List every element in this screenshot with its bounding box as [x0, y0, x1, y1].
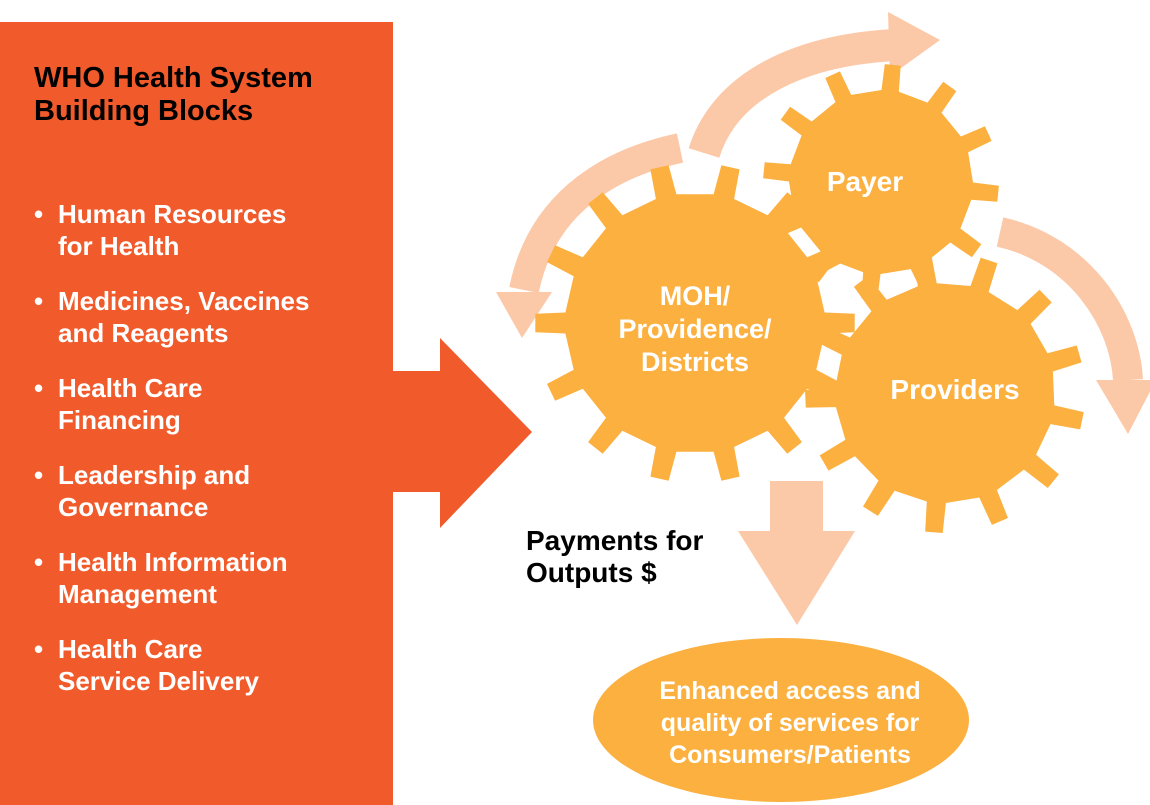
gear-label-moh: MOH/ Providence/ Districts: [618, 281, 772, 377]
gear-providers: [805, 253, 1084, 533]
bullet-icon: •: [34, 199, 44, 229]
curved-arrow-left-head: [496, 292, 552, 338]
block-label: Health Care Financing: [58, 373, 203, 435]
bullet-icon: •: [34, 547, 44, 577]
block-label: Leadership and Governance: [58, 460, 251, 522]
down-arrow: [738, 481, 855, 625]
block-label: Medicines, Vaccines and Reagents: [58, 286, 310, 348]
bullet-icon: •: [34, 286, 44, 316]
gear-payer: [763, 64, 999, 300]
curved-arrow-top-head: [888, 12, 940, 76]
gear-providers-shape: [805, 253, 1084, 533]
block-label: Human Resources for Health: [58, 199, 287, 261]
gear-moh-shape: [535, 165, 855, 481]
bullet-icon: •: [34, 373, 44, 403]
gear-payer-shape: [763, 64, 999, 300]
curved-arrow-right: [996, 217, 1143, 382]
payments-label: Payments for Outputs $: [526, 525, 704, 588]
curved-arrow-right-head: [1096, 380, 1150, 434]
building-blocks-panel: [0, 22, 393, 805]
list-item: • Leadership and Governance: [34, 459, 374, 523]
gear-label-payer: Payer: [826, 166, 904, 197]
outcome-ellipse: [593, 638, 969, 802]
list-item: • Human Resources for Health: [34, 198, 374, 262]
gear-label-providers: Providers: [890, 374, 1020, 405]
gear-moh: [535, 165, 855, 481]
panel-title: WHO Health System Building Blocks: [34, 62, 313, 127]
building-blocks-list: • Human Resources for Health • Medicines, …: [34, 198, 374, 720]
list-item: • Health Care Financing: [34, 372, 374, 436]
curved-arrow-left: [509, 133, 684, 294]
block-label: Health Information Management: [58, 547, 288, 609]
block-label: Health Care Service Delivery: [58, 634, 259, 696]
big-input-arrow: [390, 338, 532, 528]
outcome-label: Enhanced access and quality of services …: [659, 677, 921, 769]
list-item: • Medicines, Vaccines and Reagents: [34, 285, 374, 349]
curved-arrow-top: [688, 29, 896, 159]
list-item: • Health Information Management: [34, 546, 374, 610]
list-item: • Health Care Service Delivery: [34, 633, 374, 697]
bullet-icon: •: [34, 634, 44, 664]
bullet-icon: •: [34, 460, 44, 490]
